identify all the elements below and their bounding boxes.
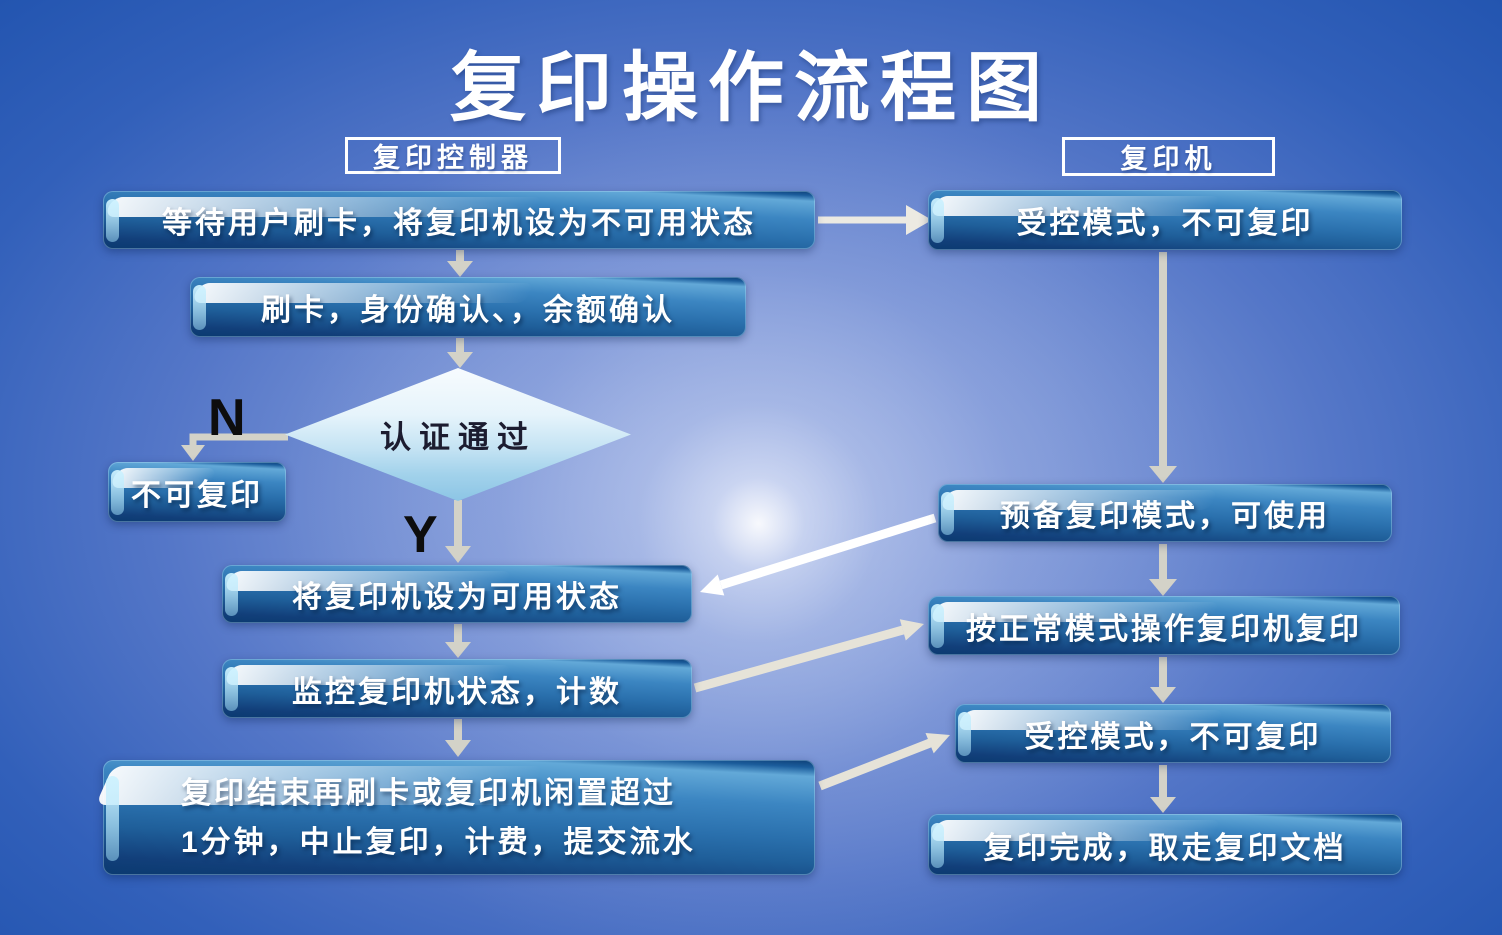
node-controlled-mode-2-label: 受控模式，不可复印 — [1024, 720, 1322, 754]
decision-auth-label: 认证通过 — [380, 420, 536, 455]
arrow-decision-no — [181, 433, 288, 461]
lane-header-copier: 复印机 — [1062, 137, 1275, 176]
node-finish-billing: 复印结束再刷卡或复印机闲置超过 1分钟，中止复印，计费，提交流水 — [103, 760, 815, 875]
node-normal-operation-label: 按正常模式操作复印机复印 — [966, 612, 1362, 646]
node-ready-mode-label: 预备复印模式，可使用 — [1000, 500, 1330, 533]
node-wait-swipe-label: 等待用户刷卡，将复印机设为不可用状态 — [162, 207, 756, 240]
node-no-copy-label: 不可复印 — [131, 479, 263, 512]
arrow-ready-to-normal — [1149, 544, 1177, 596]
node-normal-operation: 按正常模式操作复印机复印 — [928, 596, 1400, 655]
page-title: 复印操作流程图 — [450, 46, 1052, 131]
node-finish-billing-line1: 复印结束再刷卡或复印机闲置超过 — [181, 776, 676, 810]
node-finish-billing-line2: 1分钟，中止复印，计费，提交流水 — [181, 825, 696, 859]
lane-header-controller-label: 复印控制器 — [373, 143, 533, 173]
lane-header-controller: 复印控制器 — [345, 137, 561, 174]
node-wait-swipe: 等待用户刷卡，将复印机设为不可用状态 — [103, 191, 815, 249]
node-copy-complete-label: 复印完成，取走复印文档 — [983, 831, 1347, 865]
branch-label-yes: Y — [403, 506, 438, 564]
arrow-monitor-to-normal — [693, 619, 924, 693]
lane-header-copier-label: 复印机 — [1120, 144, 1217, 174]
node-set-available-label: 将复印机设为可用状态 — [292, 581, 622, 614]
arrow-available-to-monitor — [445, 624, 471, 658]
arrow-controlled2-to-complete — [1150, 765, 1176, 813]
arrow-swipe-to-decision — [447, 338, 473, 368]
arrow-monitor-to-finish — [445, 719, 471, 757]
node-ready-mode: 预备复印模式，可使用 — [938, 484, 1392, 542]
arrow-decision-yes — [445, 500, 471, 563]
node-swipe-confirm-label: 刷卡，身份确认、，余额确认 — [261, 294, 675, 327]
node-controlled-mode-1-label: 受控模式，不可复印 — [1016, 207, 1314, 240]
node-monitor-count: 监控复印机状态，计数 — [222, 659, 692, 718]
node-controlled-mode-2: 受控模式，不可复印 — [955, 704, 1391, 763]
arrow-ready-to-available — [700, 513, 937, 596]
branch-label-no: N — [208, 389, 246, 447]
node-set-available: 将复印机设为可用状态 — [222, 565, 692, 623]
arrow-wait-to-controlled — [818, 205, 932, 235]
node-copy-complete: 复印完成，取走复印文档 — [928, 814, 1402, 875]
node-swipe-confirm: 刷卡，身份确认、，余额确认 — [190, 277, 746, 337]
arrow-normal-to-controlled2 — [1150, 657, 1176, 703]
node-no-copy: 不可复印 — [108, 462, 286, 522]
node-monitor-count-label: 监控复印机状态，计数 — [292, 675, 622, 709]
arrow-finish-to-controlled2 — [818, 733, 950, 791]
arrow-controlled-to-ready — [1149, 252, 1177, 483]
arrow-wait-to-swipe — [447, 250, 473, 277]
node-controlled-mode-1: 受控模式，不可复印 — [928, 190, 1402, 250]
